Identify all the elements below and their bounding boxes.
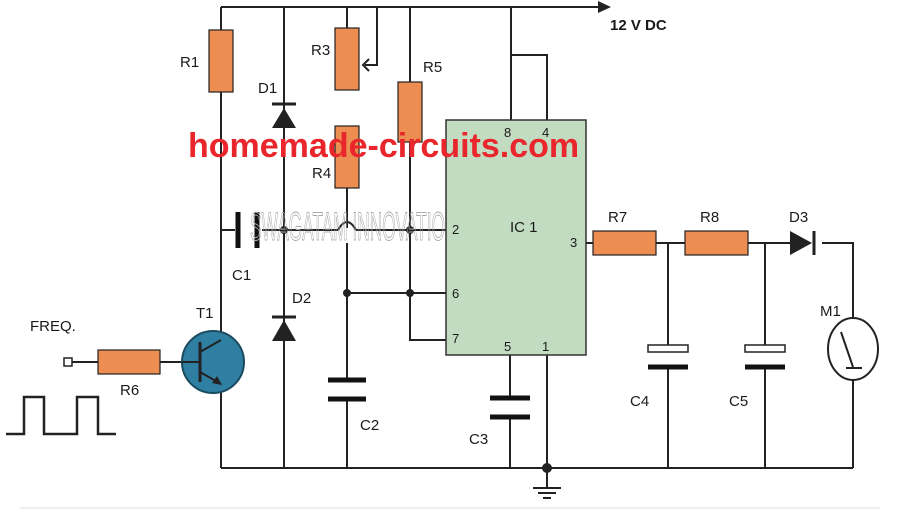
label-c4: C4 (630, 393, 649, 410)
input-label: FREQ. (30, 318, 76, 335)
label-c5: C5 (729, 393, 748, 410)
resistors (97, 27, 749, 375)
label-t1: T1 (196, 305, 214, 322)
resistor-r4 (334, 125, 360, 189)
label-r3: R3 (311, 42, 330, 59)
label-c3: C3 (469, 431, 488, 448)
pin-5: 5 (504, 339, 511, 354)
label-d2: D2 (292, 290, 311, 307)
capacitor-c3 (490, 395, 530, 420)
resistor-r5 (397, 81, 423, 143)
resistor-r1 (208, 29, 234, 93)
label-r1: R1 (180, 54, 199, 71)
label-r6: R6 (120, 382, 139, 399)
pin-4: 4 (542, 125, 549, 140)
diode-d2 (272, 315, 296, 341)
wires (72, 6, 854, 488)
pin-3: 3 (570, 235, 577, 250)
resistor-r7 (592, 230, 657, 256)
diodes (272, 102, 816, 341)
resistor-r8 (684, 230, 749, 256)
capacitor-c5 (744, 344, 786, 370)
capacitor-c1 (235, 212, 260, 248)
resistor-r3 (334, 27, 360, 91)
meter-m1 (827, 317, 879, 381)
pin-8: 8 (504, 125, 511, 140)
capacitor-c2 (328, 377, 366, 402)
label-r5: R5 (423, 59, 442, 76)
diode-d1 (272, 102, 296, 128)
pin-2: 2 (452, 222, 459, 237)
ic-555 (445, 119, 587, 356)
label-c2: C2 (360, 417, 379, 434)
pin-6: 6 (452, 286, 459, 301)
label-m1: M1 (820, 303, 841, 320)
input-terminal (63, 357, 73, 367)
ic-body (445, 119, 587, 356)
capacitor-c4 (647, 344, 689, 370)
supply-arrow-icon (598, 1, 611, 13)
transistor-t1 (181, 330, 245, 394)
ic-name: IC 1 (510, 219, 538, 236)
junctions (280, 226, 552, 473)
diode-d3 (790, 231, 816, 255)
credit-watermark: SWAGATAM INNOVATIO (250, 205, 445, 249)
square-wave-icon (6, 395, 116, 436)
label-d1: D1 (258, 80, 277, 97)
ground-symbol (533, 487, 561, 499)
label-c1: C1 (232, 267, 251, 284)
site-watermark: homemade-circuits.com (188, 127, 579, 165)
supply-label: 12 V DC (610, 17, 667, 34)
label-d3: D3 (789, 209, 808, 226)
resistor-r6 (97, 349, 161, 375)
capacitors (235, 212, 786, 420)
label-r4: R4 (312, 165, 331, 182)
labels: 12 V DC R1 R3 R4 R5 R6 R7 R8 D1 D2 D3 C1… (30, 17, 841, 448)
label-r8: R8 (700, 209, 719, 226)
pin-7: 7 (452, 331, 459, 346)
pin-1: 1 (542, 339, 549, 354)
label-r7: R7 (608, 209, 627, 226)
